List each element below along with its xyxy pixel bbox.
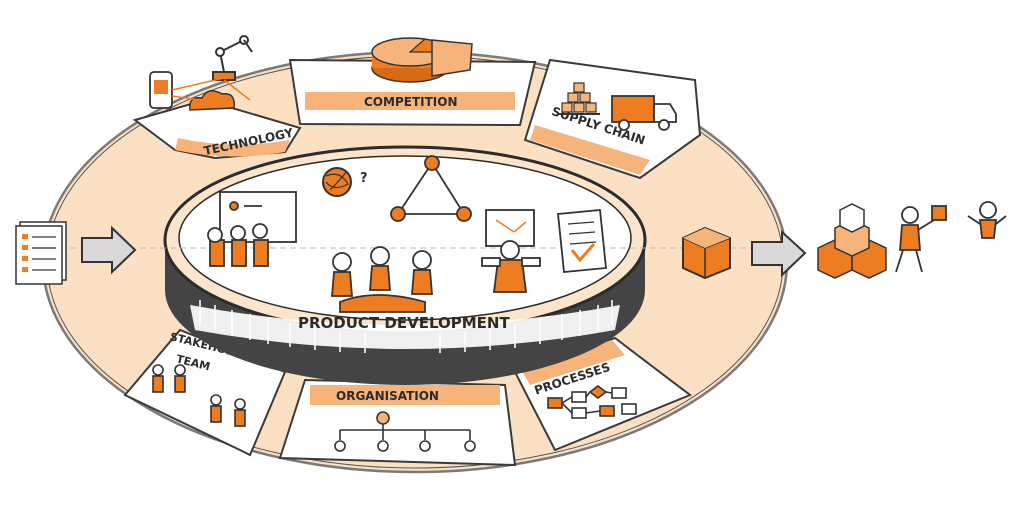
pie-chart-icon <box>371 37 473 83</box>
tangled-ball-icon: ? <box>322 167 368 197</box>
computer-user-icon <box>481 209 541 293</box>
product-box-icon <box>682 226 731 280</box>
center-label: PRODUCT DEVELOPMENT <box>298 314 510 332</box>
segment-competition: COMPETITION <box>288 58 537 127</box>
discussion-team-icon <box>331 246 433 313</box>
input-arrow-icon <box>81 225 137 275</box>
customer-figures-icon <box>895 201 1007 273</box>
question-mark: ? <box>360 171 368 186</box>
truck-icon <box>611 95 677 131</box>
phone-icon <box>149 71 173 109</box>
cloud-icon <box>171 77 251 111</box>
competition-label: COMPETITION <box>364 95 458 109</box>
product-stack-icon <box>817 203 887 279</box>
checklist-icon <box>557 209 607 273</box>
robot-arm-icon <box>212 35 253 81</box>
flowchart-icon <box>547 385 637 419</box>
output-arrow-icon <box>751 229 807 278</box>
segment-organisation: ORGANISATION <box>278 378 517 467</box>
org-chart-icon <box>334 411 476 452</box>
stakeholder-figures-icon <box>152 364 246 427</box>
triangle-network-icon <box>390 155 472 222</box>
pallet-boxes-icon <box>558 82 600 115</box>
organisation-label: ORGANISATION <box>336 389 439 403</box>
document-list-icon <box>15 221 67 285</box>
segment-technology: TECHNOLOGY <box>132 98 302 160</box>
whiteboard-team-icon <box>207 191 297 267</box>
